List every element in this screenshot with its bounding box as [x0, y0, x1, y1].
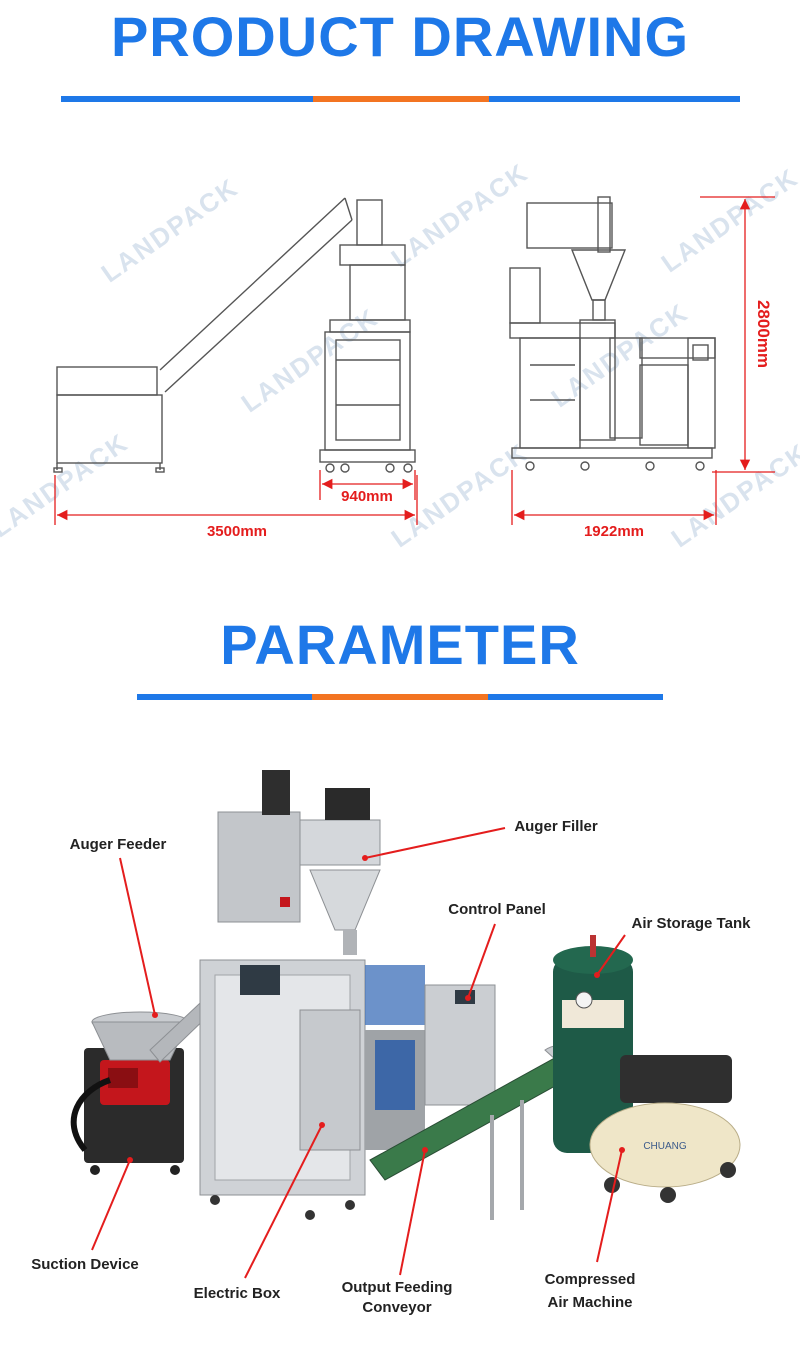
front-view-drawing	[509, 196, 716, 471]
title-underline	[61, 96, 740, 102]
machine-illustration: CHUANG Auger Feeder Auger Filler Control…	[31, 770, 752, 1316]
section-title-product-drawing: PRODUCT DRAWING	[110, 5, 690, 68]
title-underline	[137, 694, 663, 700]
label-suction-device: Suction Device	[31, 1256, 139, 1273]
label-output-feeding: Output Feeding	[342, 1279, 453, 1296]
suction-device-image	[70, 1048, 184, 1175]
technical-drawing: 940mm 3500mm 1922mm 2800mm	[53, 196, 775, 540]
label-auger-filler: Auger Filler	[514, 818, 598, 835]
svg-text:CHUANG: CHUANG	[643, 1141, 687, 1152]
dim-1922mm: 1922mm	[584, 523, 644, 540]
main-machine-image	[199, 770, 496, 1220]
label-air-storage-tank: Air Storage Tank	[632, 915, 752, 932]
label-electric-box: Electric Box	[194, 1285, 281, 1302]
label-conveyor: Conveyor	[362, 1299, 431, 1316]
dim-2800mm: 2800mm	[754, 300, 773, 368]
label-auger-feeder: Auger Feeder	[70, 836, 167, 853]
compressed-air-machine-image: CHUANG	[589, 1055, 741, 1203]
side-view-drawing	[53, 197, 416, 473]
dim-3500mm: 3500mm	[207, 523, 267, 540]
air-storage-tank-image	[553, 935, 633, 1153]
label-control-panel: Control Panel	[448, 901, 546, 918]
section-title-parameter: PARAMETER	[220, 613, 580, 676]
dim-940mm: 940mm	[341, 488, 393, 505]
label-air-machine: Air Machine	[547, 1294, 632, 1311]
label-compressed: Compressed	[545, 1271, 636, 1288]
